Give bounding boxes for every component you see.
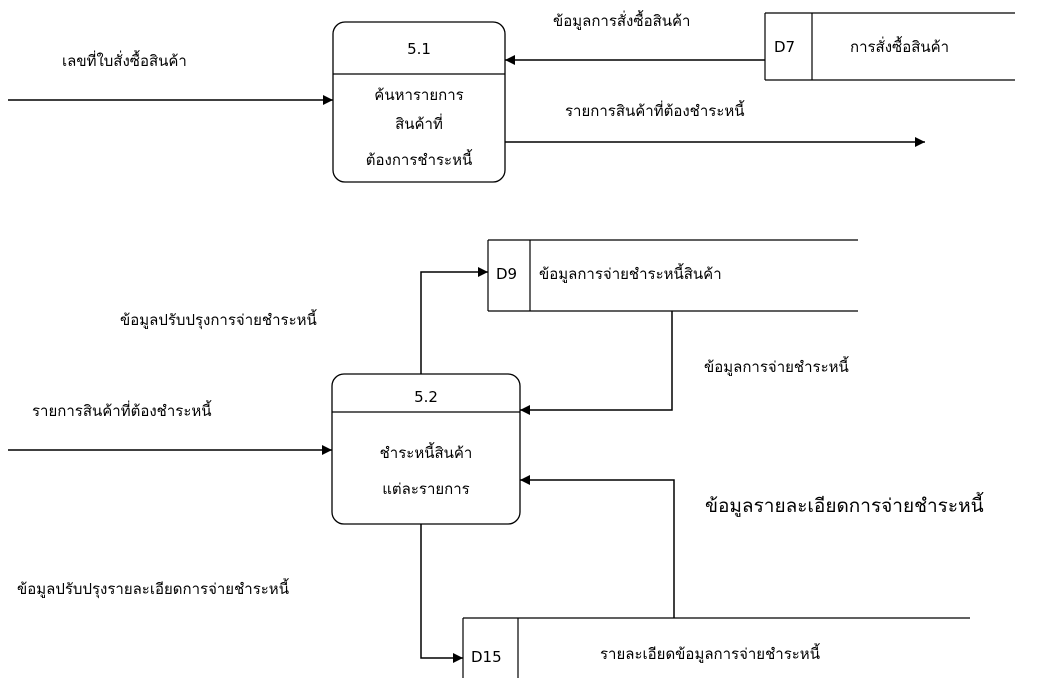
flow-d9-to-5-2 <box>520 311 673 415</box>
process-5-2-id: 5.2 <box>414 388 438 406</box>
flow-label-update-payment: ข้อมูลปรับปรุงการจ่ายชำระหนี้ <box>120 311 317 329</box>
flow-5-2-to-d9 <box>420 267 488 374</box>
store-d15-id: D15 <box>471 648 502 666</box>
process-5-1-line-2: สินค้าที่ <box>395 115 443 133</box>
flow-label-order-data: ข้อมูลการสั่งซื้อสินค้า <box>553 12 691 30</box>
store-d15-shape <box>462 617 970 678</box>
flow-label-items-to-pay-out: รายการสินค้าที่ต้องชำระหนี้ <box>565 102 745 120</box>
store-d7-id: D7 <box>774 38 796 56</box>
process-5-2-line-2: แต่ละรายการ <box>382 480 470 498</box>
process-5-1-id: 5.1 <box>407 40 431 58</box>
process-5-1-line-1: ค้นหารายการ <box>374 86 464 104</box>
flow-label-payment-detail: ข้อมูลรายละเอียดการจ่ายชำระหนี้ <box>705 495 984 517</box>
process-5-1-shape <box>332 21 506 183</box>
flow-d15-to-5-2 <box>520 475 675 618</box>
process-5-1-line-3: ต้องการชำระหนี้ <box>365 151 473 169</box>
store-d7-name: การสั่งซื้อสินค้า <box>850 38 950 56</box>
flow-label-update-payment-detail: ข้อมูลปรับปรุงรายละเอียดการจ่ายชำระหนี้ <box>17 580 289 598</box>
store-d9-shape <box>487 239 858 312</box>
flow-label-invoice-in: เลขที่ใบสั่งซื้อสินค้า <box>62 52 187 70</box>
store-d9-name: ข้อมูลการจ่ายชำระหนี้สินค้า <box>539 265 722 283</box>
flow-label-items-to-pay-in: รายการสินค้าที่ต้องชำระหนี้ <box>32 402 212 420</box>
store-d15-name: รายละเอียดข้อมูลการจ่ายชำระหนี้ <box>600 645 820 663</box>
store-d7-shape <box>764 12 1015 81</box>
process-5-2-shape <box>331 373 521 525</box>
flow-label-payment-data: ข้อมูลการจ่ายชำระหนี้ <box>704 358 849 376</box>
flow-5-2-to-d15 <box>420 524 463 663</box>
store-d9-id: D9 <box>496 265 518 283</box>
process-5-2-line-1: ชำระหนี้สินค้า <box>379 444 473 462</box>
